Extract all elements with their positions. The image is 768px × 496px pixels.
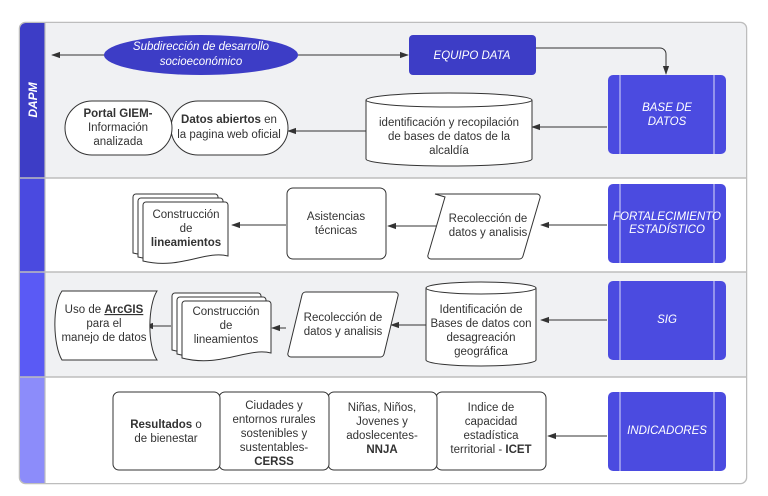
arcgis-label: manejo de datos <box>61 332 146 344</box>
fortalecimiento-label: FORTALECIMIENTO <box>613 211 721 223</box>
sig-label: SIG <box>657 314 677 326</box>
icet-label: estadística <box>464 430 520 442</box>
recoleccion-sig-label: Recolección de <box>304 312 383 324</box>
fortalecimiento-estadistico-node[interactable]: FORTALECIMIENTO ESTADÍSTICO <box>608 184 726 263</box>
nnja-label: NNJA <box>366 444 397 456</box>
identificacion-geografica-label: Bases de datos con <box>430 318 531 330</box>
cerss-label: CERSS <box>254 456 294 468</box>
subdireccion-label: Subdirección de desarrollo <box>133 41 270 53</box>
asistencias-label: técnicas <box>315 225 357 237</box>
construccion-sig-label: Construcción <box>192 306 259 318</box>
portal-giem-label: Portal GIEM- <box>83 108 152 120</box>
identificacion-database-node[interactable]: identificación y recopilación de bases d… <box>365 92 533 167</box>
resultados-node[interactable]: Resultados o de bienestar <box>112 391 221 471</box>
base-de-datos-node[interactable]: BASE DE DATOS <box>608 75 726 154</box>
indicadores-node[interactable]: INDICADORES <box>608 392 726 471</box>
resultados-label: de bienestar <box>134 433 197 445</box>
subdireccion-node[interactable]: Subdirección de desarrollo socioeconómic… <box>104 35 298 75</box>
connector-arrow <box>536 47 670 75</box>
lane-indicadores-content: INDICADORES Indice de capacidad estadíst… <box>112 391 726 471</box>
indicadores-label: INDICADORES <box>627 425 707 437</box>
lane-header-dapm[interactable] <box>19 23 45 178</box>
nnja-label: Niñas, Niños, <box>348 402 416 414</box>
lane-label-dapm: DAPM <box>26 81 40 117</box>
construccion-label: lineamientos <box>151 237 221 249</box>
lane-header-indicadores[interactable] <box>20 377 45 483</box>
portal-giem-node[interactable]: Portal GIEM- Información analizada <box>64 100 173 156</box>
datos-abiertos-label: Datos abiertos en <box>181 114 277 126</box>
lane-sig-content: SIG Identificación de Bases de datos con… <box>54 281 726 367</box>
recoleccion-sig-label: datos y analisis <box>304 326 383 338</box>
nnja-label: adoslecentes- <box>346 430 418 442</box>
identificacion-geografica-label: geográfica <box>454 346 508 358</box>
lane-fortalecimiento-content: FORTALECIMIENTO ESTADÍSTICO Recolección … <box>132 184 726 264</box>
icet-node[interactable]: Indice de capacidad estadística territor… <box>435 391 547 471</box>
arcgis-label: para el <box>86 318 121 330</box>
construccion-label: de <box>180 223 193 235</box>
icet-label: capacidad <box>465 416 517 428</box>
recoleccion-datos-sig-node[interactable]: Recolección de datos y analisis <box>287 291 399 358</box>
equipo-data-label: EQUIPO DATA <box>434 50 511 62</box>
recoleccion-datos-node[interactable]: Recolección de datos y analisis <box>427 193 541 260</box>
identificacion-label: identificación y recopilación <box>379 117 519 129</box>
identificacion-label: de bases de datos de la <box>388 131 511 143</box>
resultados-label: Resultados o <box>130 419 202 431</box>
icet-label: territorial - ICET <box>450 444 531 456</box>
datos-abiertos-node[interactable]: Datos abiertos en la pagina web oficial <box>170 100 289 156</box>
portal-giem-label: Información <box>88 122 148 134</box>
fortalecimiento-label: ESTADÍSTICO <box>629 223 705 236</box>
cerss-label: sustentables- <box>240 442 309 454</box>
icet-label: Indice de <box>468 402 515 414</box>
identificacion-geografica-label: Identificación de <box>439 304 522 316</box>
cerss-node[interactable]: Ciudades y entornos rurales sostenibles … <box>218 391 330 471</box>
asistencias-label: Asistencias <box>307 211 365 223</box>
datos-abiertos-label: la pagina web oficial <box>177 129 281 141</box>
portal-giem-label: analizada <box>93 136 143 148</box>
asistencias-tecnicas-node[interactable]: Asistencias técnicas <box>286 187 387 260</box>
nnja-node[interactable]: Niñas, Niños, Jovenes y adoslecentes- NN… <box>327 391 438 471</box>
base-de-datos-label: BASE DE <box>642 102 692 114</box>
construccion-sig-label: de <box>220 320 233 332</box>
identificacion-geografica-label: desagreación <box>446 332 515 344</box>
sig-node[interactable]: SIG <box>608 281 726 360</box>
base-de-datos-label: DATOS <box>648 116 687 128</box>
construccion-lineamientos-sig-node[interactable]: Construcción de lineamientos <box>171 292 272 362</box>
lane-header-sig[interactable] <box>20 272 45 377</box>
construccion-lineamientos-node[interactable]: Construcción de lineamientos <box>132 193 229 264</box>
lane-header-fortalecimiento[interactable] <box>20 178 45 272</box>
recoleccion-label: Recolección de <box>449 213 528 225</box>
recoleccion-label: datos y analisis <box>449 227 528 239</box>
cerss-label: sostenibles y <box>241 428 308 440</box>
nnja-label: Jovenes y <box>356 416 408 428</box>
cerss-label: Ciudades y <box>245 400 303 412</box>
uso-arcgis-node[interactable]: Uso de ArcGIS para el manejo de datos <box>54 290 158 361</box>
subdireccion-label: socioeconómico <box>160 56 243 68</box>
construccion-sig-label: lineamientos <box>194 334 259 346</box>
identificacion-geografica-database-node[interactable]: Identificación de Bases de datos con des… <box>425 281 537 367</box>
cerss-label: entornos rurales <box>232 414 315 426</box>
equipo-data-node[interactable]: EQUIPO DATA <box>409 35 536 75</box>
construccion-label: Construcción <box>152 209 219 221</box>
identificacion-label: alcaldía <box>429 145 469 157</box>
lane-dapm-content: Subdirección de desarrollo socioeconómic… <box>51 35 726 167</box>
arcgis-label: Uso de ArcGIS <box>65 304 144 316</box>
